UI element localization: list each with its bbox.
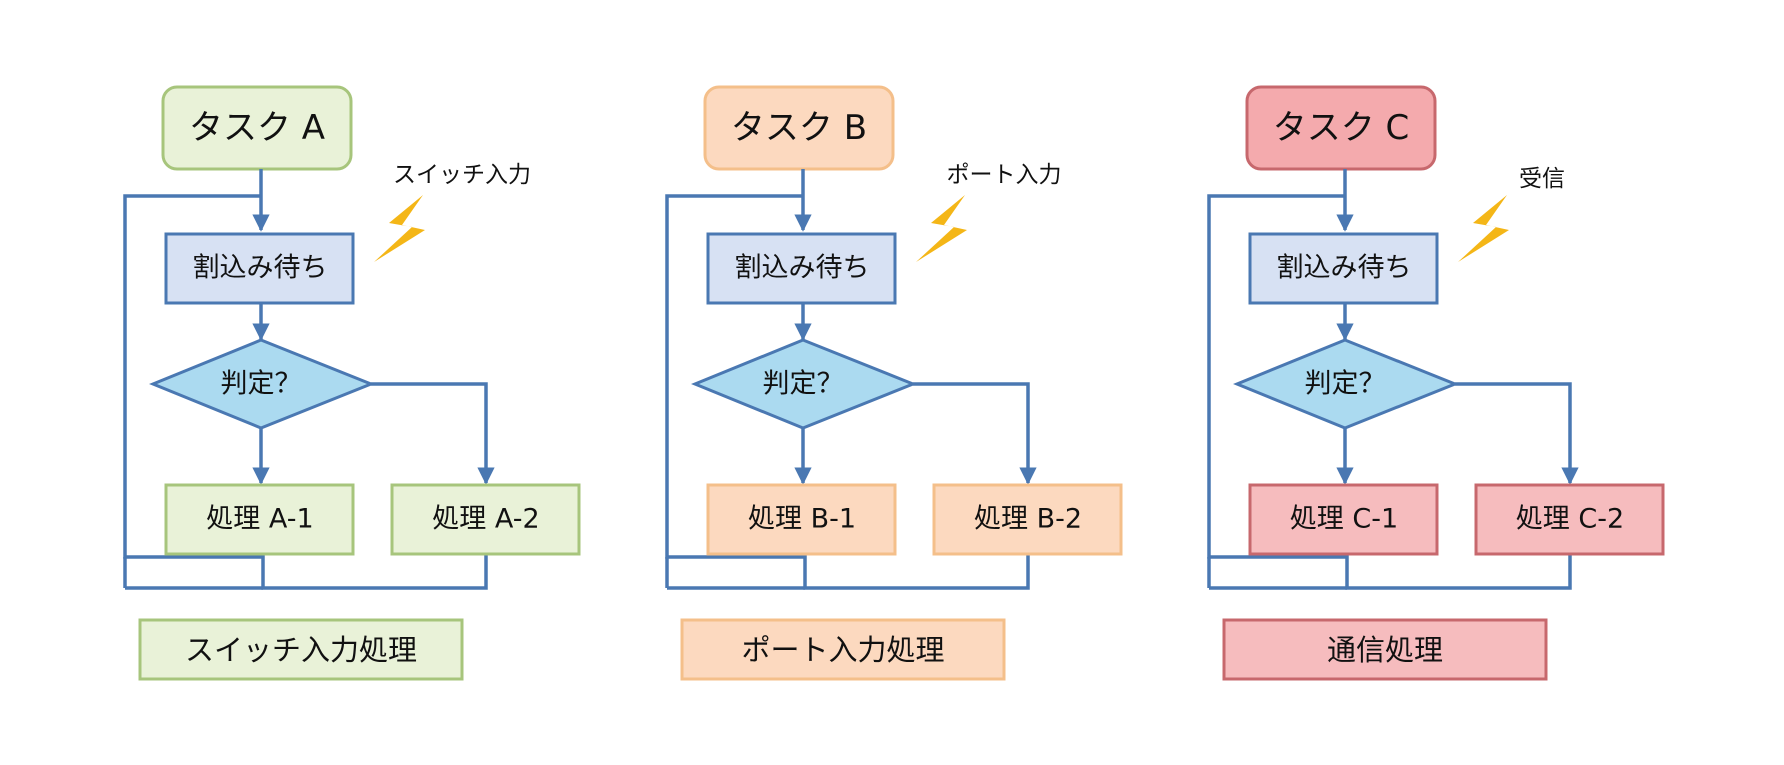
lightning-bolt-icon [1458,195,1509,262]
decision-label: 判定？ [1305,369,1386,400]
task-footer-box: スイッチ入力処理 [138,618,464,681]
edge-loop-back [1207,194,1347,559]
task-footer-box: 通信処理 [1222,618,1548,681]
task-footer-label: 通信処理 [1327,633,1443,667]
task-footer-label: スイッチ入力処理 [185,633,417,667]
task-title-box: タスク B [703,85,895,171]
task-footer-label: ポート入力処理 [741,633,944,667]
process-1-box: 処理 B-1 [706,483,897,556]
edge-process-merge [803,554,1030,590]
process-2-label: 処理 A-2 [432,504,539,535]
wait-interrupt-box: 割込み待ち [1248,232,1439,305]
task-footer-box: ポート入力処理 [680,618,1006,681]
edge-process-merge [1345,554,1572,590]
process-2-label: 処理 C-2 [1516,504,1624,535]
edge-decision-to-process-2 [913,382,1037,485]
event-label: スイッチ入力 [393,162,531,188]
task-title: タスク C [1273,108,1410,148]
edge-loop-back [665,194,805,559]
edge-process-merge [261,554,488,590]
wait-label: 割込み待ち [735,253,870,284]
decision-diamond: 判定？ [691,338,918,430]
flow-lines [123,169,495,590]
process-2-box: 処理 C-2 [1474,483,1665,556]
process-2-label: 処理 B-2 [974,504,1082,535]
process-1-label: 処理 A-1 [206,504,313,535]
task-title-box: タスク C [1245,85,1437,171]
event-label: ポート入力 [947,162,1062,188]
decision-label: 判定？ [763,369,844,400]
task-title: タスク B [731,108,867,148]
flow-lines [1207,169,1579,590]
process-1-box: 処理 C-1 [1248,483,1439,556]
edge-decision-to-process-2 [371,382,495,485]
wait-label: 割込み待ち [1277,253,1412,284]
process-1-box: 処理 A-1 [164,483,355,556]
task-title-box: タスク A [161,85,353,171]
decision-label: 判定？ [221,369,302,400]
event-label: 受信 [1519,166,1565,192]
flow-lines [665,169,1037,590]
decision-diamond: 判定？ [1233,338,1460,430]
process-1-label: 処理 B-1 [748,504,856,535]
lightning-bolt-icon [374,195,425,262]
edge-loop-back [123,194,263,559]
lightning-bolt-icon [916,195,967,262]
task-title: タスク A [189,108,325,148]
process-2-box: 処理 B-2 [932,483,1123,556]
process-1-label: 処理 C-1 [1290,504,1398,535]
decision-diamond: 判定？ [149,338,376,430]
wait-label: 割込み待ち [193,253,328,284]
edge-decision-to-process-2 [1455,382,1579,485]
wait-interrupt-box: 割込み待ち [706,232,897,305]
wait-interrupt-box: 割込み待ち [164,232,355,305]
process-2-box: 処理 A-2 [390,483,581,556]
